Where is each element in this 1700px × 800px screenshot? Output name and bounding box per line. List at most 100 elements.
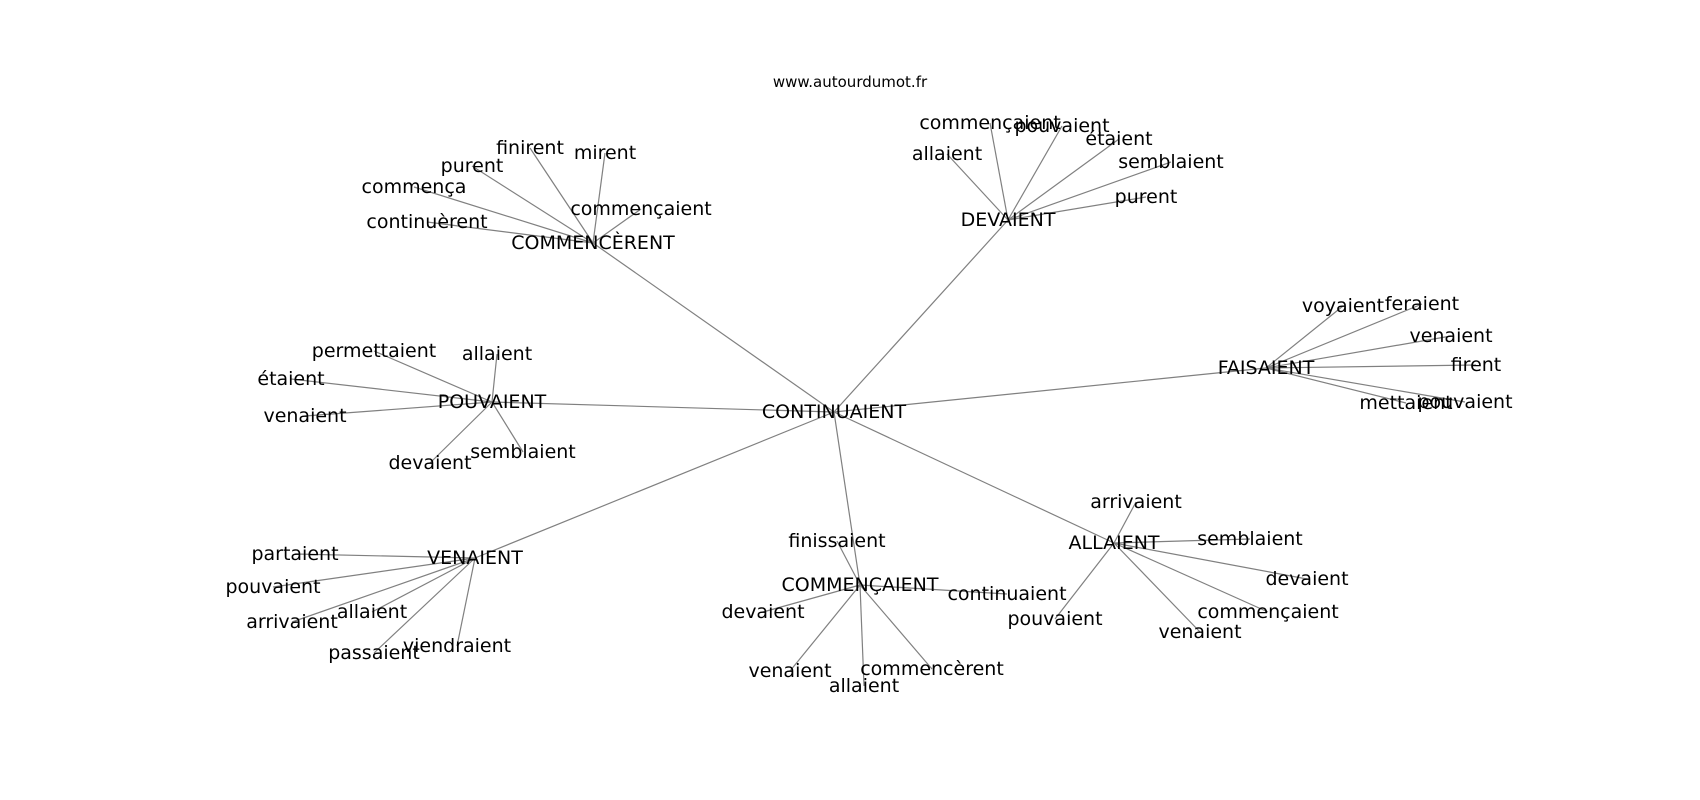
node-leaf-pouvaient-venaient[interactable]: venaient — [263, 405, 346, 427]
node-leaf-venaient-allaient[interactable]: allaient — [337, 601, 407, 623]
node-center-continuaient[interactable]: CONTINUAIENT — [762, 401, 907, 423]
node-leaf-venaient-partaient[interactable]: partaient — [251, 543, 338, 565]
node-leaf-commencaient-finissaient[interactable]: finissaient — [788, 530, 885, 552]
node-leaf-allaient-semblaient[interactable]: semblaient — [1197, 528, 1303, 550]
edge-faisaient-feraient — [1265, 303, 1423, 369]
node-leaf-allaient-arrivaient[interactable]: arrivaient — [1090, 491, 1182, 513]
edge-commencerent-mirent — [592, 152, 606, 244]
node-leaf-faisaient-feraient[interactable]: feraient — [1385, 293, 1459, 315]
node-leaf-pouvaient-permettaient[interactable]: permettaient — [312, 340, 436, 362]
node-leaf-commencerent-commencaient[interactable]: commençaient — [570, 198, 711, 220]
node-leaf-commencerent-finirent[interactable]: finirent — [496, 137, 564, 159]
node-leaf-allaient-commencaient[interactable]: commençaient — [1197, 601, 1338, 623]
edges — [272, 122, 1477, 687]
node-leaf-commencerent-commenca[interactable]: commença — [362, 176, 467, 198]
node-leaf-venaient-viendraient[interactable]: viendraient — [403, 635, 511, 657]
node-leaf-pouvaient-semblaient[interactable]: semblaient — [470, 441, 576, 463]
node-leaf-commencaient-venaient[interactable]: venaient — [748, 660, 831, 682]
node-leaf-pouvaient-allaient[interactable]: allaient — [462, 343, 532, 365]
edge-commencaient-devaient — [762, 584, 861, 613]
node-leaf-devaient-pouvaient[interactable]: pouvaient — [1014, 115, 1109, 137]
edge-pouvaient-semblaient — [491, 401, 524, 453]
edge-devaient-commencaient — [989, 122, 1009, 221]
edge-pouvaient-venaient — [304, 401, 493, 417]
node-leaf-pouvaient-etaient[interactable]: étaient — [257, 368, 324, 390]
edge-faisaient-pouvaient — [1265, 367, 1466, 403]
node-leaf-faisaient-firent[interactable]: firent — [1451, 354, 1502, 376]
node-hub-allaient[interactable]: ALLAIENT — [1068, 532, 1159, 554]
node-leaf-devaient-purent[interactable]: purent — [1115, 186, 1178, 208]
edge-venaient-viendraient — [456, 557, 476, 647]
edge-devaient-purent — [1007, 196, 1147, 221]
node-leaf-commencerent-mirent[interactable]: mirent — [574, 142, 636, 164]
edge-commencerent-commencaient — [592, 208, 642, 244]
node-leaf-venaient-arrivaient[interactable]: arrivaient — [246, 611, 338, 633]
edge-center-pouvaient — [491, 401, 835, 413]
edge-pouvaient-etaient — [290, 378, 493, 403]
edge-commencaient-commencerent — [859, 584, 933, 670]
edge-venaient-arrivaient — [291, 557, 476, 623]
edge-venaient-partaient — [294, 553, 476, 559]
edge-allaient-venaient — [1113, 542, 1201, 633]
edge-center-commencaient — [833, 411, 861, 586]
node-hub-commencerent[interactable]: COMMENCÈRENT — [511, 231, 675, 254]
edge-commencaient-allaient — [859, 584, 865, 687]
node-leaf-commencaient-allaient[interactable]: allaient — [829, 675, 899, 697]
node-hub-pouvaient[interactable]: POUVAIENT — [438, 391, 547, 413]
node-leaf-allaient-venaient[interactable]: venaient — [1158, 621, 1241, 643]
edge-commencerent-finirent — [529, 147, 594, 244]
edge-faisaient-voyaient — [1265, 305, 1344, 369]
node-leaf-faisaient-pouvaient[interactable]: pouvaient — [1417, 391, 1512, 413]
edge-faisaient-mettaient — [1265, 367, 1407, 404]
edge-pouvaient-permettaient — [373, 350, 493, 403]
edge-commencerent-purent — [471, 165, 594, 244]
edge-pouvaient-allaient — [491, 353, 498, 403]
node-leaf-commencaient-commencerent[interactable]: commencèrent — [860, 658, 1004, 680]
node-leaf-devaient-etaient[interactable]: étaient — [1085, 128, 1152, 150]
edge-allaient-semblaient — [1113, 538, 1251, 544]
node-leaf-commencaient-continuaient[interactable]: continuaient — [947, 583, 1066, 605]
node-leaf-faisaient-voyaient[interactable]: voyaient — [1302, 295, 1384, 317]
edge-devaient-etaient — [1007, 138, 1120, 221]
site-watermark: www.autourdumot.fr — [773, 73, 928, 91]
node-leaf-commencerent-purent[interactable]: purent — [441, 155, 504, 177]
edge-faisaient-venaient — [1265, 335, 1452, 369]
edge-devaient-pouvaient — [1007, 125, 1063, 221]
edge-center-venaient — [474, 411, 835, 559]
edge-center-devaient — [833, 219, 1009, 413]
node-leaf-commencaient-devaient[interactable]: devaient — [721, 601, 804, 623]
edge-commencaient-continuaient — [859, 584, 1008, 595]
node-hub-devaient[interactable]: DEVAIENT — [961, 209, 1056, 231]
node-leaf-venaient-pouvaient[interactable]: pouvaient — [225, 576, 320, 598]
node-hub-commencaient[interactable]: COMMENÇAIENT — [782, 574, 939, 596]
node-leaf-devaient-semblaient[interactable]: semblaient — [1118, 151, 1224, 173]
edge-center-faisaient — [833, 367, 1267, 413]
edge-devaient-allaient — [946, 153, 1009, 221]
node-leaf-faisaient-venaient[interactable]: venaient — [1409, 325, 1492, 347]
edge-venaient-passaient — [373, 557, 476, 654]
node-leaf-allaient-pouvaient[interactable]: pouvaient — [1007, 608, 1102, 630]
edge-venaient-pouvaient — [272, 557, 476, 588]
edge-pouvaient-devaient — [429, 401, 493, 464]
node-leaf-pouvaient-devaient[interactable]: devaient — [388, 452, 471, 474]
node-leaf-allaient-devaient[interactable]: devaient — [1265, 568, 1348, 590]
edge-allaient-arrivaient — [1113, 501, 1137, 544]
edge-allaient-commencaient — [1113, 542, 1269, 613]
edge-center-allaient — [833, 411, 1115, 544]
edge-commencerent-commenca — [413, 186, 594, 244]
node-hub-faisaient[interactable]: FAISAIENT — [1218, 357, 1315, 379]
edge-commencaient-finissaient — [836, 540, 861, 586]
edge-venaient-allaient — [371, 557, 476, 613]
node-leaf-faisaient-mettaient[interactable]: mettaient — [1359, 392, 1452, 414]
edge-commencaient-venaient — [789, 584, 861, 672]
edge-devaient-semblaient — [1007, 161, 1172, 221]
edge-center-commencerent — [592, 242, 835, 413]
node-leaf-devaient-allaient[interactable]: allaient — [912, 143, 982, 165]
edge-faisaient-firent — [1265, 364, 1477, 369]
node-leaf-devaient-commencaient[interactable]: commençaient — [919, 112, 1060, 134]
node-leaf-commencerent-continuerent[interactable]: continuèrent — [366, 211, 487, 233]
edge-allaient-devaient — [1113, 542, 1308, 580]
node-leaf-venaient-passaient[interactable]: passaient — [328, 642, 420, 664]
node-hub-venaient[interactable]: VENAIENT — [427, 547, 523, 569]
